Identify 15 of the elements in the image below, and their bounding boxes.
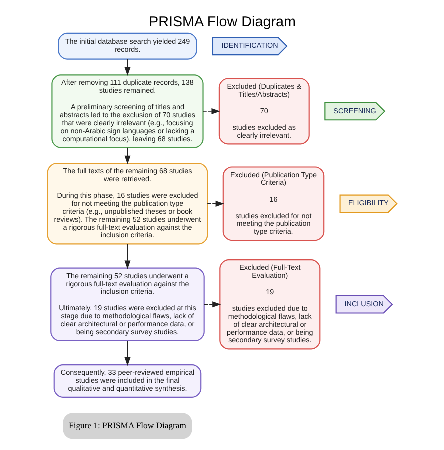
- arrow: [204, 301, 221, 308]
- node-box: The full texts of the remaining 68 studies were retrieved. During this phase, 16 studies were excluded for not meeting the publication type criteria (e.g., unpublished theses or book reviews). The remaining 52 studies underwent a rigorous full-text evaluation against the inclusion criteria.: [46, 162, 208, 244]
- node-box: Excluded (Publication Type Criteria) 16 studies excluded for not meeting the publication type criteria.: [222, 166, 324, 241]
- node-box: Excluded (Duplicates & Titles/Abstracts) 70 studies excluded as clearly irrelevant.: [218, 78, 310, 144]
- caption: Figure 1: PRISMA Flow Diagram: [68, 420, 186, 430]
- arrow: [206, 200, 224, 206]
- arrow: [202, 108, 220, 114]
- node-box: Excluded (Full-Text Evaluation) 19 studies excluded due to methodological flaws, lack of clear architectural or performance data, or being secondary survey studies.: [219, 258, 320, 350]
- node-box: Consequently, 33 peer-reviewed empirical studies were included in the final qualitative and quantitative synthesis.: [53, 364, 202, 398]
- arrow: [124, 340, 130, 366]
- arrow: [124, 244, 130, 269]
- node-box: The initial database search yielded 249 records.: [58, 32, 197, 60]
- node-box: The remaining 52 studies underwent a rigorous full-text evaluation against the inclusion criteria. Ultimately, 19 studies were excluded at this stage due to methodological flaws, lack of clear architectural or performance data, or being secondary survey studies.: [50, 267, 204, 341]
- diagram-title: PRISMA Flow Diagram: [148, 14, 296, 30]
- node-box: After removing 111 duplicate records, 138 studies remained. A preliminary screening of titles and abstracts led to the exclusion of 70 studies that were clearly irrelevant (e.g., focusing on non-Arabic sign languages or lacking a computational focus), leaving 68 studies.: [51, 74, 204, 148]
